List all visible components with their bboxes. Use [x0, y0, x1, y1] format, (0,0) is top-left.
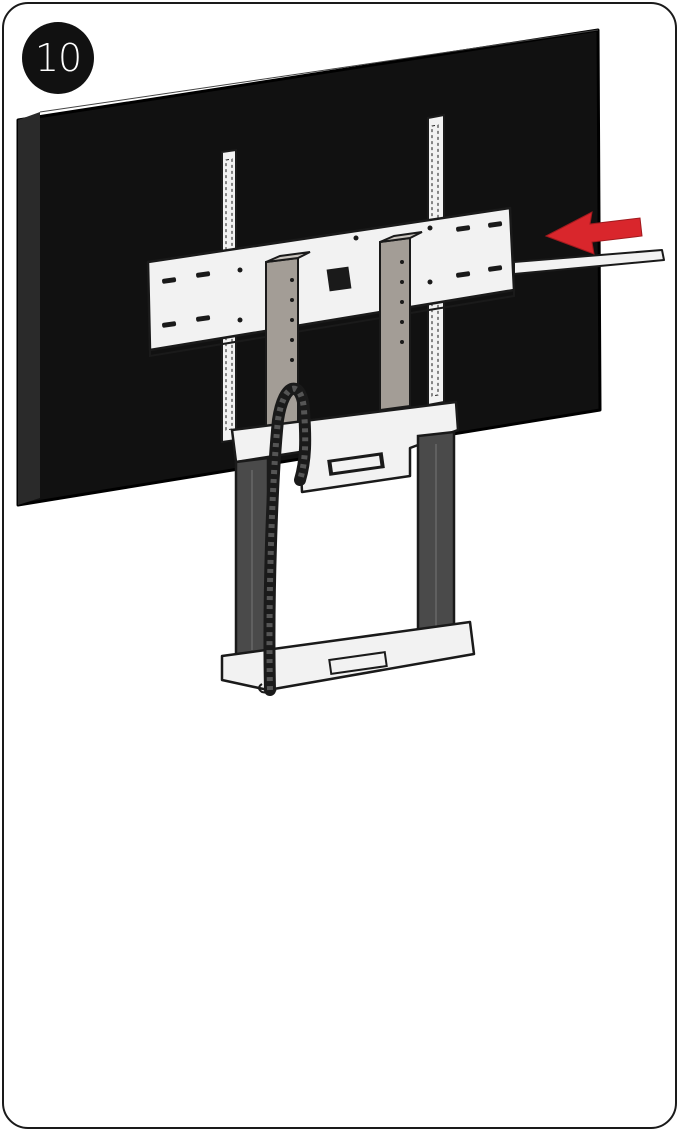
direction-arrow-icon — [544, 211, 643, 255]
lift-base-tray — [220, 620, 476, 692]
cable-chain — [258, 382, 312, 696]
horizontal-bracket — [146, 206, 516, 358]
lift-columns — [234, 430, 456, 660]
step-number-badge: 10 — [22, 22, 94, 94]
step-number: 10 — [34, 36, 82, 80]
insertion-rod — [513, 249, 665, 275]
